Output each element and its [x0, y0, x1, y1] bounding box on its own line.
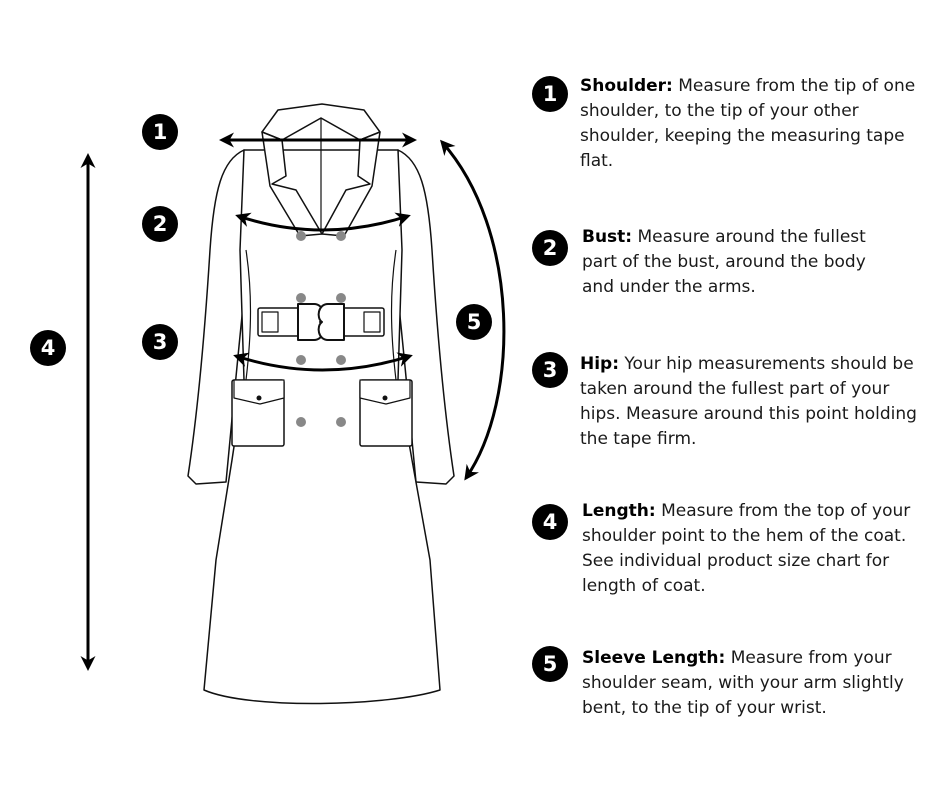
- instruction-text: Measure around the fullest part of the b…: [582, 227, 866, 297]
- instruction-title: Shoulder:: [580, 76, 673, 96]
- belt-buckle: [297, 303, 325, 341]
- instruction-3-badge: 3: [532, 352, 568, 388]
- instruction-5-badge: 5: [532, 646, 568, 682]
- instruction-hip: Hip: Your hip measurements should be tak…: [580, 352, 920, 452]
- instruction-text: Measure from your shoulder seam, with yo…: [582, 648, 904, 718]
- right-lapel: [321, 131, 381, 237]
- instruction-title: Sleeve Length:: [582, 648, 726, 668]
- instruction-bust: Bust: Measure around the fullest part of…: [582, 225, 882, 300]
- marker-2-badge: 2: [142, 206, 178, 242]
- instruction-title: Hip:: [580, 354, 620, 374]
- sleeve-length-arrow: [440, 139, 506, 481]
- bust-arrow: [235, 212, 411, 232]
- marker-4-badge: 4: [30, 330, 66, 366]
- marker-3-badge: 3: [142, 324, 178, 360]
- marker-5-badge: 5: [456, 304, 492, 340]
- instruction-1-badge: 1: [532, 76, 568, 112]
- instruction-text: Measure from the top of your shoulder po…: [582, 501, 911, 596]
- coat-illustration: [187, 103, 455, 705]
- instruction-shoulder: Shoulder: Measure from the tip of one sh…: [580, 74, 920, 174]
- instruction-text: Your hip measurements should be taken ar…: [580, 354, 917, 449]
- instruction-length: Length: Measure from the top of your sho…: [582, 499, 922, 599]
- instruction-sleeve-length: Sleeve Length: Measure from your shoulde…: [582, 646, 922, 721]
- instruction-title: Length:: [582, 501, 656, 521]
- hip-arrow: [233, 352, 413, 372]
- instruction-text: Measure from the tip of one shoulder, to…: [580, 76, 916, 171]
- instruction-4-badge: 4: [532, 504, 568, 540]
- instruction-title: Bust:: [582, 227, 633, 247]
- coat-body: [203, 149, 441, 705]
- instruction-2-badge: 2: [532, 230, 568, 266]
- marker-1-badge: 1: [142, 114, 178, 150]
- left-lapel: [261, 131, 323, 237]
